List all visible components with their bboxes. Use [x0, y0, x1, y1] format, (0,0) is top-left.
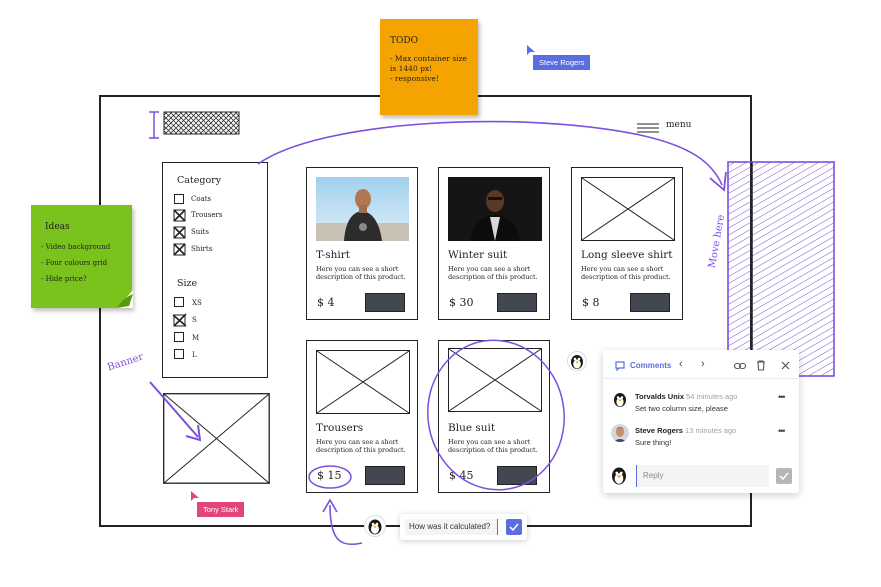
logo-placeholder: [149, 111, 240, 139]
divider: [603, 378, 799, 379]
comments-panel: Comments ‹ › Torvalds Unix 54 minutes ag…: [603, 350, 799, 493]
reply-input[interactable]: Reply: [636, 465, 769, 487]
add-to-cart-button[interactable]: [365, 466, 405, 485]
checkbox-l[interactable]: [174, 349, 184, 359]
ideas-title: Ideas: [45, 222, 70, 232]
todo-title: TODO: [390, 36, 418, 46]
product-title: Winter suit: [448, 249, 508, 261]
product-description: Here you can see a short description of …: [316, 438, 406, 454]
check-icon: [509, 523, 519, 532]
penguin-avatar-icon: [611, 390, 629, 408]
cursor-icon: [527, 45, 535, 55]
checkbox-label: Suits: [191, 228, 209, 236]
image-placeholder: [316, 350, 410, 414]
cursor-label-steve: Steve Rogers: [533, 55, 591, 70]
todo-item: - Max container size is 1440 px!: [390, 54, 467, 73]
product-card[interactable]: Winter suit Here you can see a short des…: [438, 167, 550, 320]
penguin-avatar-icon[interactable]: [567, 351, 587, 371]
penguin-avatar-icon[interactable]: [364, 515, 386, 537]
image-placeholder: [448, 348, 542, 412]
todo-item: - responsive!: [390, 74, 439, 83]
product-photo: [448, 177, 542, 241]
comment-time: 13 minutes ago: [685, 426, 737, 435]
product-card[interactable]: T-shirt Here you can see a short descrip…: [306, 167, 418, 320]
checkbox-label: S: [192, 316, 197, 324]
cursor-label-tony: Tony Stark: [197, 502, 245, 517]
new-comment-input[interactable]: How was it calculated?: [405, 519, 498, 535]
checkbox-s[interactable]: [172, 313, 188, 327]
ideas-item: - Four colours grid: [41, 259, 108, 267]
link-icon[interactable]: [734, 361, 746, 371]
product-title: T-shirt: [316, 249, 350, 261]
next-comment-button[interactable]: ›: [701, 358, 705, 370]
menu-label: menu: [666, 120, 692, 130]
checkbox-label: L: [192, 351, 197, 359]
penguin-avatar-icon: [612, 467, 626, 485]
product-price: $ 30: [449, 296, 474, 309]
product-title: Blue suit: [448, 422, 496, 434]
checkbox-trousers[interactable]: [173, 209, 186, 222]
comments-title: Comments: [630, 361, 672, 370]
checkbox-suits[interactable]: [173, 226, 186, 239]
sticky-curl-icon: [117, 290, 133, 308]
size-heading: Size: [177, 278, 198, 289]
product-description: Here you can see a short description of …: [581, 265, 671, 281]
checkbox-coats[interactable]: [174, 194, 184, 204]
category-heading: Category: [177, 175, 222, 186]
banner-placeholder: [163, 393, 270, 484]
reply-placeholder: Reply: [643, 471, 664, 480]
submit-comment-button[interactable]: [506, 519, 522, 535]
product-photo: [316, 177, 409, 241]
add-to-cart-button[interactable]: [497, 293, 537, 312]
add-to-cart-button[interactable]: [497, 466, 537, 485]
more-options-icon[interactable]: •••: [778, 426, 786, 436]
avatar: [611, 424, 629, 442]
reply-submit-button[interactable]: [776, 468, 792, 484]
new-comment-text: How was it calculated?: [409, 522, 491, 531]
filters-panel: [162, 162, 268, 378]
add-to-cart-button[interactable]: [630, 293, 670, 312]
product-title: Trousers: [316, 422, 364, 434]
product-description: Here you can see a short description of …: [448, 438, 538, 454]
product-card[interactable]: Blue suit Here you can see a short descr…: [438, 340, 550, 493]
checkbox-label: Trousers: [191, 211, 223, 219]
comment-author: Steve Rogers 13 minutes ago: [635, 426, 737, 435]
previous-comment-button[interactable]: ‹: [679, 358, 683, 370]
product-price: $ 45: [449, 469, 474, 482]
comment-text: Sure thing!: [635, 438, 672, 447]
ideas-item: - Video background: [41, 243, 111, 251]
product-price: $ 15: [317, 469, 342, 482]
todo-sticky-note[interactable]: TODO - Max container size is 1440 px! - …: [380, 19, 478, 115]
product-description: Here you can see a short description of …: [448, 265, 538, 281]
checkbox-label: Coats: [191, 195, 212, 203]
trash-icon[interactable]: [756, 360, 766, 371]
comment-text: Set two column size, please: [635, 404, 728, 413]
checkbox-xs[interactable]: [174, 297, 184, 307]
product-description: Here you can see a short description of …: [316, 265, 406, 281]
check-icon: [779, 472, 789, 481]
add-to-cart-button[interactable]: [365, 293, 405, 312]
checkbox-label: Shirts: [191, 245, 213, 253]
checkbox-label: M: [192, 334, 200, 342]
more-options-icon[interactable]: •••: [778, 392, 786, 402]
new-comment-box: How was it calculated?: [400, 514, 527, 540]
hamburger-icon: [637, 123, 659, 133]
checkbox-m[interactable]: [174, 332, 184, 342]
comment-author: Torvalds Unix 54 minutes ago: [635, 392, 738, 401]
ideas-item: - Hide price?: [41, 275, 87, 283]
checkbox-shirts[interactable]: [173, 243, 186, 256]
move-target-area: [727, 161, 835, 377]
product-card[interactable]: Long sleeve shirt Here you can see a sho…: [571, 167, 683, 320]
comment-time: 54 minutes ago: [686, 392, 738, 401]
product-price: $ 8: [582, 296, 600, 309]
ideas-sticky-note[interactable]: Ideas - Video background - Four colours …: [31, 205, 133, 308]
cursor-icon: [191, 491, 199, 501]
comment-icon: [615, 361, 625, 371]
close-icon[interactable]: [781, 361, 790, 370]
checkbox-label: XS: [192, 299, 202, 307]
product-card[interactable]: Trousers Here you can see a short descri…: [306, 340, 418, 493]
image-placeholder: [581, 177, 675, 241]
product-price: $ 4: [317, 296, 335, 309]
product-title: Long sleeve shirt: [581, 249, 673, 261]
